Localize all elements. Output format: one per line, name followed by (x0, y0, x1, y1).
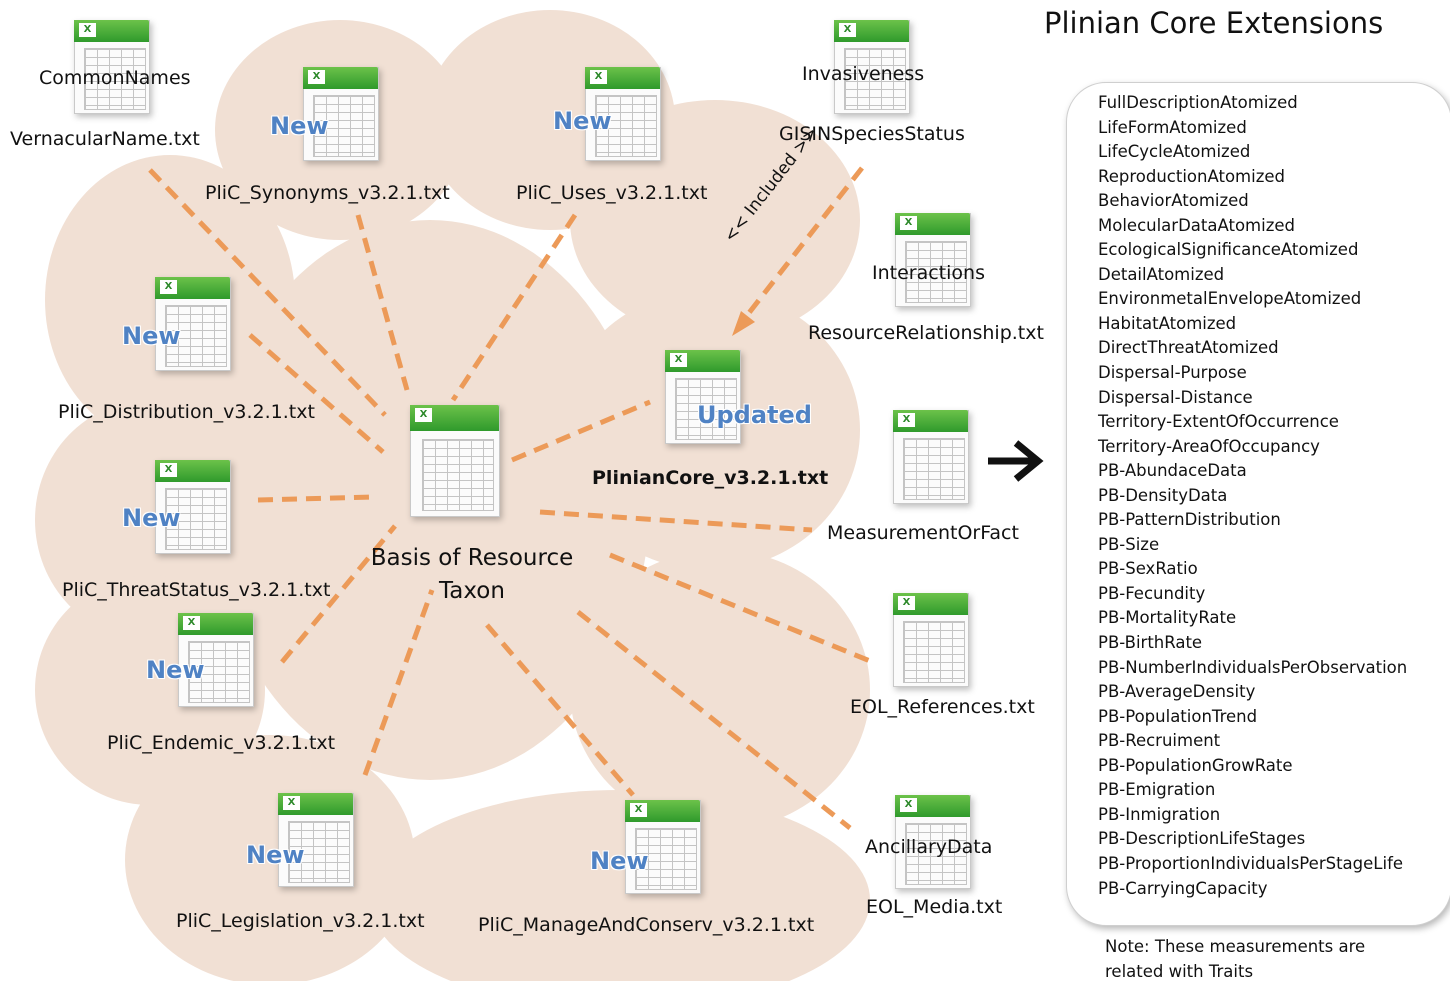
new-badge: New (590, 847, 649, 875)
label-eol-media: EOL_Media.txt (866, 896, 1003, 918)
updated-badge: Updated (697, 401, 812, 429)
extension-item: PB-MortalityRate (1098, 608, 1237, 628)
extension-item: PB-SexRatio (1098, 559, 1198, 579)
spreadsheet-icon: X (410, 405, 500, 517)
extension-item: PB-Size (1098, 534, 1160, 554)
extension-item: PB-PopulationTrend (1098, 706, 1258, 726)
connector-vernacular (148, 168, 387, 417)
connector-endemic (280, 524, 397, 664)
label-ancillary: AncillaryData (865, 836, 993, 858)
extension-item: PB-Fecundity (1098, 583, 1206, 603)
connectors (148, 166, 876, 830)
label-legislation: PliC_Legislation_v3.2.1.txt (176, 910, 425, 932)
extension-item: ReproductionAtomized (1098, 166, 1285, 186)
extension-item: EcologicalSignificanceAtomized (1098, 240, 1359, 260)
label-interactions: Interactions (872, 262, 985, 284)
label-measurement: MeasurementOrFact (827, 522, 1019, 544)
label-gisin: GISINSpeciesStatus (779, 123, 965, 145)
spreadsheet-icon: X (625, 800, 701, 894)
label-uses: PliC_Uses_v3.2.1.txt (516, 182, 708, 204)
extension-item: LifeCycleAtomized (1098, 142, 1251, 162)
label-threat-status: PliC_ThreatStatus_v3.2.1.txt (62, 579, 331, 601)
spreadsheet-icon: X (665, 350, 741, 444)
new-badge: New (122, 322, 181, 350)
included-arrowhead (732, 311, 755, 336)
spreadsheet-icon: X (895, 795, 971, 889)
new-badge: New (270, 112, 329, 140)
extension-item: FullDescriptionAtomized (1098, 93, 1298, 112)
extension-item: Territory-ExtentOfOccurrence (1098, 412, 1339, 432)
extension-item: DirectThreatAtomized (1098, 338, 1279, 358)
label-endemic: PliC_Endemic_v3.2.1.txt (107, 732, 336, 754)
spreadsheet-icon: X (893, 410, 969, 504)
extension-item: PB-AbundaceData (1098, 461, 1247, 481)
extension-item: Dispersal-Distance (1098, 387, 1253, 407)
extension-item: PB-CarryingCapacity (1098, 878, 1268, 898)
extension-item: HabitatAtomized (1098, 313, 1237, 333)
spreadsheet-icon: X (155, 460, 231, 554)
connector-synonyms (355, 214, 410, 391)
connector-plinian-core (511, 399, 651, 463)
extension-item: PB-BirthRate (1098, 633, 1203, 653)
label-distribution: PliC_Distribution_v3.2.1.txt (58, 401, 315, 423)
connector-legislation (362, 589, 435, 776)
label-invasiveness: Invasiveness (802, 63, 925, 85)
connector-ancillary (576, 610, 852, 830)
label-eol-references: EOL_References.txt (850, 696, 1035, 718)
cloud-lobe (370, 790, 870, 981)
extension-item: PB-ProportionIndividualsPerStageLife (1098, 853, 1404, 873)
spreadsheet-icon: X (893, 593, 969, 687)
label-resource-relationship: ResourceRelationship.txt (808, 322, 1044, 344)
spreadsheet-icon: X (303, 67, 379, 161)
connector-threat-status (257, 494, 374, 503)
extension-item: PB-Emigration (1098, 780, 1216, 800)
spreadsheet-icon: X (178, 613, 254, 707)
extension-item: PB-AverageDensity (1098, 682, 1256, 702)
extension-item: EnvironmetalEnvelopeAtomized (1098, 289, 1362, 309)
extension-item: PB-PopulationGrowRate (1098, 755, 1293, 775)
center-node-label: Basis of Resource Taxon (362, 542, 582, 608)
cloud-lobe (570, 550, 870, 830)
extension-item: PB-PatternDistribution (1098, 510, 1281, 530)
extension-item: MolecularDataAtomized (1098, 215, 1295, 235)
center-label-line1: Basis of Resource (370, 545, 574, 571)
spreadsheet-icon: X (74, 20, 150, 114)
connector-uses (450, 213, 578, 402)
extension-item: DetailAtomized (1098, 264, 1225, 284)
center-label-line2: Taxon (439, 578, 505, 604)
connector-distribution (248, 333, 385, 454)
new-badge: New (553, 107, 612, 135)
new-badge: New (122, 504, 181, 532)
traits-note: Note: These measurements are related wit… (1105, 937, 1366, 981)
extensions-panel (1066, 82, 1450, 926)
label-plinian-core: PlinianCore_v3.2.1.txt (592, 467, 829, 489)
label-manage: PliC_ManageAndConserv_v3.2.1.txt (478, 914, 815, 936)
spreadsheet-icon: X (895, 213, 971, 307)
spreadsheet-icon: X (834, 20, 910, 114)
extension-item: BehaviorAtomized (1098, 191, 1249, 211)
new-badge: New (246, 841, 305, 869)
connector-measurement (539, 509, 813, 533)
extension-item: PB-Inmigration (1098, 804, 1221, 824)
extension-item: PB-DensityData (1098, 485, 1228, 505)
label-common-names: CommonNames (39, 67, 191, 89)
spreadsheet-icon: X (155, 277, 231, 371)
spreadsheet-icon: X (278, 793, 354, 887)
extension-item: PB-NumberIndividualsPerObservation (1098, 657, 1408, 677)
extension-item: Dispersal-Purpose (1098, 363, 1247, 383)
extension-item: Territory-AreaOfOccupancy (1098, 436, 1320, 456)
connector-manage (485, 623, 635, 797)
extension-item: PB-DescriptionLifeStages (1098, 829, 1306, 849)
extension-item: PB-Recruiment (1098, 731, 1221, 751)
label-synonyms: PliC_Synonyms_v3.2.1.txt (205, 182, 450, 204)
arrow-right-icon (988, 440, 1044, 482)
page-title: Plinian Core Extensions (1044, 6, 1384, 40)
label-vernacular: VernacularName.txt (10, 128, 200, 150)
new-badge: New (146, 656, 205, 684)
extension-item: LifeFormAtomized (1098, 117, 1247, 137)
spreadsheet-icon: X (585, 67, 661, 161)
connector-included (743, 166, 864, 320)
